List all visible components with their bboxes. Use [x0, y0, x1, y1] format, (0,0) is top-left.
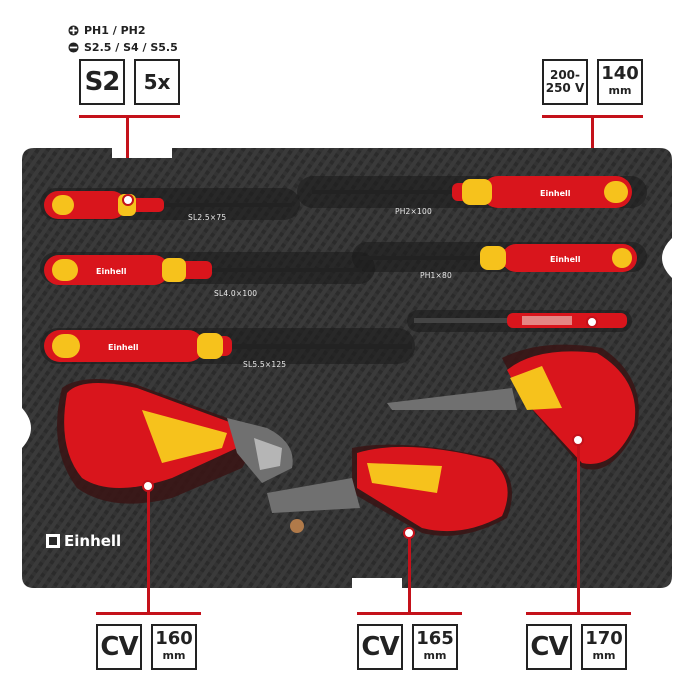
- screwdriver-sl55: Einhell: [44, 330, 412, 362]
- tools-layer: Einhell Einhell Einhell Einhell: [44, 176, 637, 533]
- svg-text:Einhell: Einhell: [540, 189, 571, 198]
- length-badge-cutter: 160 mm: [151, 624, 197, 670]
- tester-length-badge: 140 mm: [597, 59, 643, 105]
- screwdriver-ph2: Einhell: [312, 176, 632, 208]
- legend-slotted-text: S2.5 / S4 / S5.5: [84, 41, 178, 54]
- wire-stripper: [267, 446, 508, 533]
- screwdriver-sl40: Einhell: [44, 255, 362, 285]
- callout-line-s2: [126, 115, 129, 199]
- phillips-cross-icon: [68, 25, 79, 36]
- label-ph1: PH1×80: [420, 271, 452, 280]
- tester-length-unit: mm: [608, 84, 632, 97]
- legend-row-phillips: PH1 / PH2: [68, 22, 178, 39]
- voltage-line2: 250 V: [545, 81, 585, 95]
- slotted-minus-icon: [68, 42, 79, 53]
- material-badge-pliers: CV: [526, 624, 572, 670]
- tray-brand-text: Einhell: [64, 532, 122, 550]
- legend-row-slotted: S2.5 / S4 / S5.5: [68, 39, 178, 56]
- label-ph2: PH2×100: [395, 207, 432, 216]
- length-unit-cutter: mm: [162, 649, 186, 662]
- callout-underline-s2: [79, 115, 180, 118]
- length-unit-pliers: mm: [592, 649, 616, 662]
- diagonal-cutter: [64, 383, 293, 488]
- voltage-badge: 200- 250 V: [542, 59, 588, 105]
- needle-nose-pliers: [387, 351, 636, 464]
- einhell-mark-icon: [46, 534, 60, 548]
- callout-line-stripper: [408, 532, 411, 613]
- length-value-cutter: 160: [155, 628, 193, 649]
- tray-brand-logo: Einhell: [46, 532, 121, 550]
- length-value-stripper: 165: [416, 628, 454, 649]
- count-badge: 5x: [134, 59, 180, 105]
- callout-underline-cutter: [96, 612, 201, 615]
- callout-line-pliers: [577, 440, 580, 613]
- material-badge-s2: S2: [79, 59, 125, 105]
- label-sl25: SL2.5×75: [188, 213, 227, 222]
- length-unit-stripper: mm: [423, 649, 447, 662]
- screwdriver-ph1: Einhell: [360, 244, 637, 272]
- callout-line-cutter: [147, 485, 150, 613]
- legend-phillips-text: PH1 / PH2: [84, 24, 146, 37]
- callout-underline-stripper: [357, 612, 462, 615]
- svg-text:Einhell: Einhell: [96, 267, 127, 276]
- svg-text:Einhell: Einhell: [550, 255, 581, 264]
- tester-length-value: 140: [601, 63, 639, 84]
- svg-text:Einhell: Einhell: [108, 343, 139, 352]
- callout-underline-pliers: [526, 612, 631, 615]
- label-sl40: SL4.0×100: [214, 289, 258, 298]
- material-badge-cutter: CV: [96, 624, 142, 670]
- length-badge-stripper: 165 mm: [412, 624, 458, 670]
- label-sl55: SL5.5×125: [243, 360, 287, 369]
- length-badge-pliers: 170 mm: [581, 624, 627, 670]
- length-value-pliers: 170: [585, 628, 623, 649]
- voltage-line1: 200-: [549, 68, 581, 82]
- material-badge-stripper: CV: [357, 624, 403, 670]
- spec-legend: PH1 / PH2 S2.5 / S4 / S5.5: [68, 22, 178, 56]
